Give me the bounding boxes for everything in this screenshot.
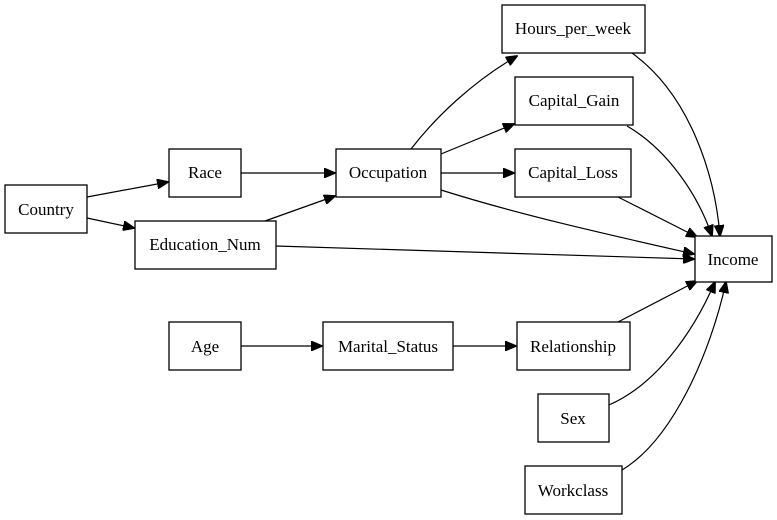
node-race: Race — [168, 148, 242, 198]
node-label-income: Income — [708, 250, 759, 269]
node-label-age: Age — [191, 337, 219, 356]
node-label-race: Race — [188, 163, 222, 182]
node-label-country: Country — [18, 200, 74, 219]
node-age: Age — [168, 321, 242, 371]
edge-capital-gain-income — [626, 125, 712, 236]
edge-sex-income — [608, 282, 715, 406]
node-education-num: Education_Num — [134, 220, 277, 270]
edge-hours-per-week-income — [631, 52, 720, 236]
node-capital-loss: Capital_Loss — [514, 148, 632, 198]
node-workclass: Workclass — [524, 465, 623, 515]
node-income: Income — [694, 235, 773, 283]
edge-education-num-occupation — [264, 196, 335, 222]
node-label-relationship: Relationship — [530, 337, 616, 356]
node-hours-per-week: Hours_per_week — [501, 4, 646, 54]
node-capital-gain: Capital_Gain — [514, 76, 634, 126]
node-label-capital-loss: Capital_Loss — [528, 163, 618, 182]
node-relationship: Relationship — [516, 321, 631, 371]
node-label-occupation: Occupation — [349, 163, 428, 182]
edge-occupation-income — [440, 189, 694, 254]
edge-occupation-hours-per-week — [410, 56, 517, 150]
edge-country-education-num — [86, 217, 134, 228]
edge-relationship-income — [617, 281, 697, 323]
node-country: Country — [4, 184, 88, 234]
node-label-education-num: Education_Num — [149, 235, 260, 254]
edge-education-num-income — [275, 245, 694, 259]
node-label-capital-gain: Capital_Gain — [529, 91, 620, 110]
node-marital-status: Marital_Status — [322, 321, 454, 371]
node-occupation: Occupation — [335, 148, 442, 198]
edge-capital-loss-income — [617, 196, 697, 237]
edge-country-race — [86, 182, 168, 198]
node-label-sex: Sex — [560, 409, 586, 428]
edge-occupation-capital-gain — [440, 124, 514, 155]
edge-workclass-income — [621, 282, 726, 471]
node-label-marital-status: Marital_Status — [338, 337, 438, 356]
node-sex: Sex — [537, 393, 610, 443]
node-label-workclass: Workclass — [538, 481, 608, 500]
edges — [86, 52, 726, 471]
node-label-hours-per-week: Hours_per_week — [515, 19, 632, 38]
